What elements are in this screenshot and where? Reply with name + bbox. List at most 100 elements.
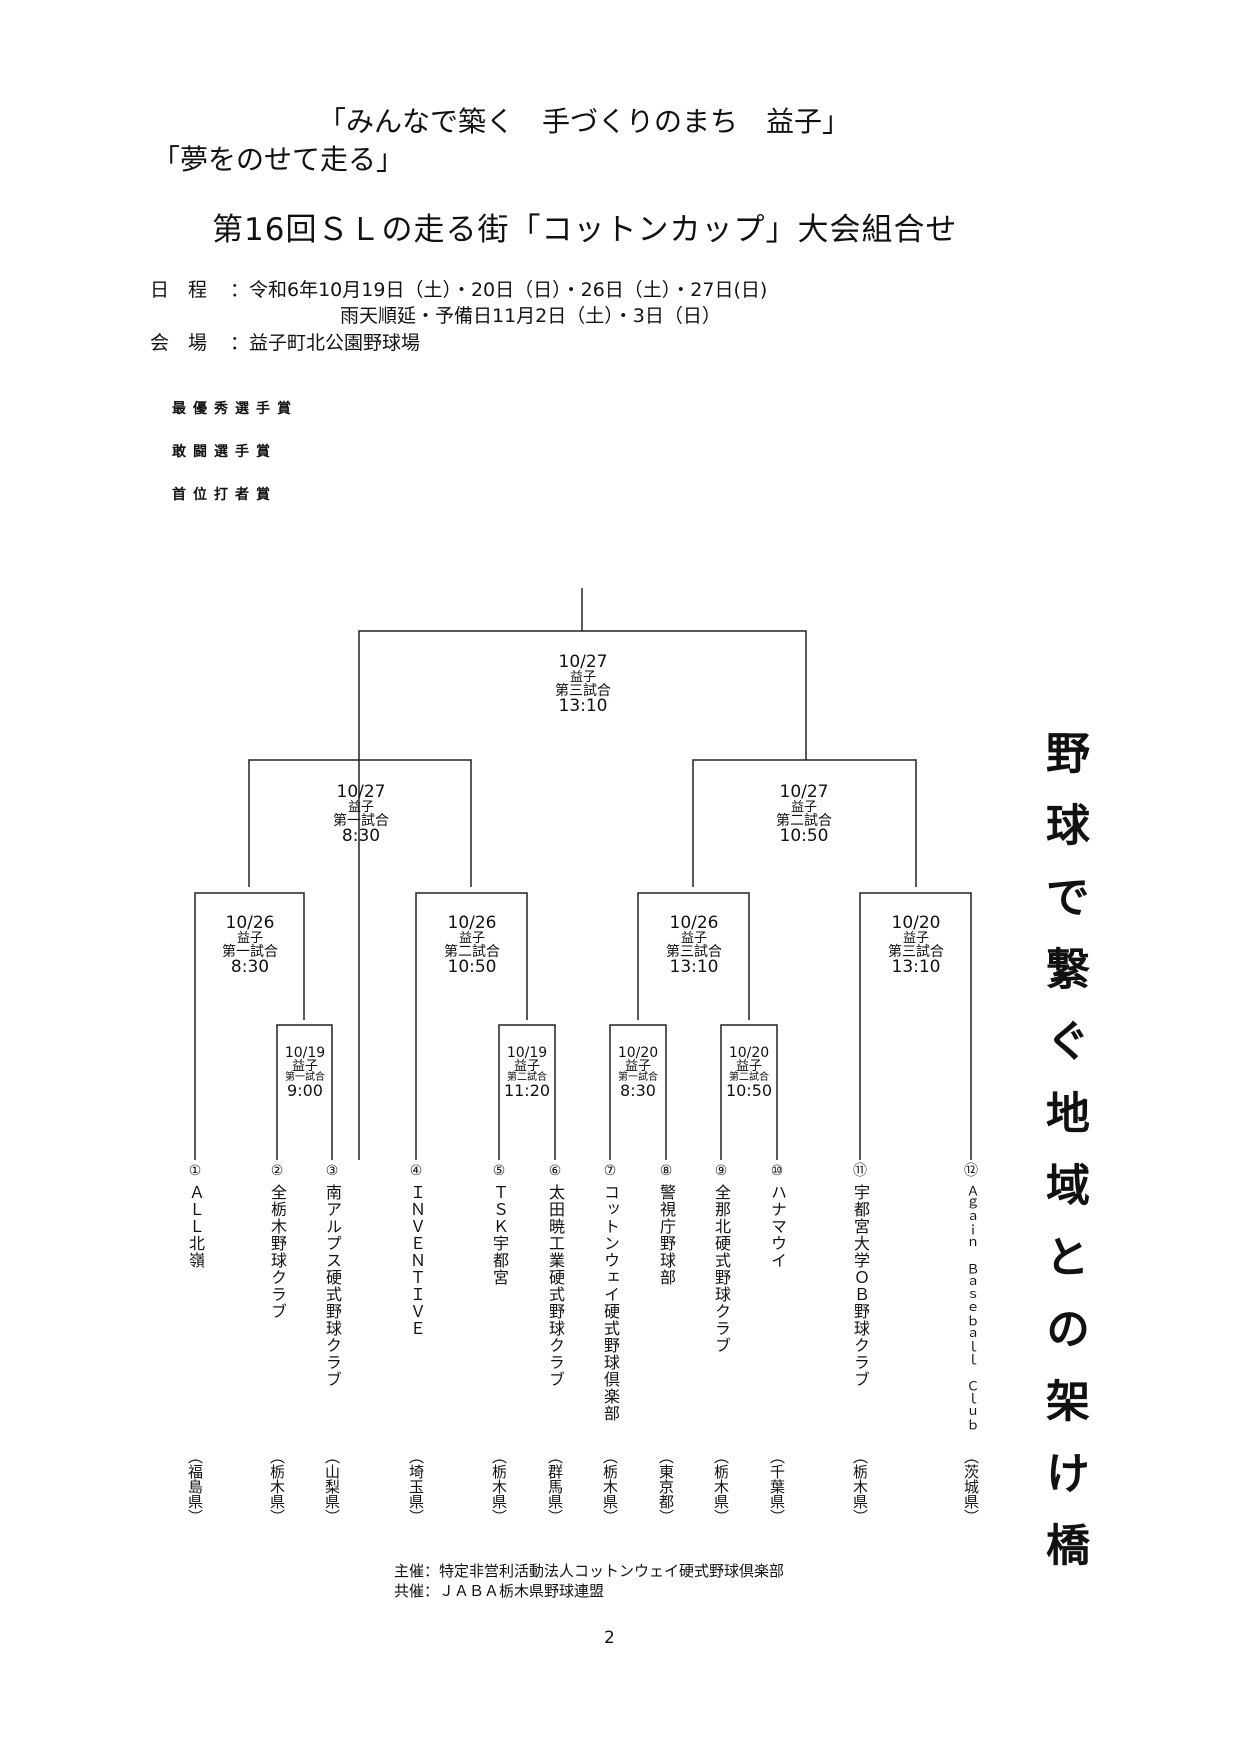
game-date: 10/26 <box>669 913 719 933</box>
game-venue: 益子 <box>680 931 707 946</box>
game-r1d: 10/20 益子 第二試合 10:50 <box>684 1046 814 1099</box>
game-number: 第一試合 <box>333 813 389 829</box>
game-qf2: 10/26 益子 第二試合 10:50 <box>407 915 537 976</box>
game-date: 10/20 <box>891 913 941 933</box>
team-name: 宇都宮大学ＯＢ野球クラブ <box>851 1184 870 1388</box>
team-11: ⑪ 宇都宮大学ＯＢ野球クラブ <box>849 1162 871 1388</box>
game-qf1: 10/26 益子 第一試合 8:30 <box>185 915 315 976</box>
game-venue: 益子 <box>513 1059 540 1074</box>
bracket-line-qf3 <box>637 892 750 1020</box>
team-number: ⑨ <box>714 1163 728 1179</box>
footer-cohost: 共催：ＪＡＢＡ栃木県野球連盟 <box>394 1582 605 1600</box>
team-name: ＩＮＶＥＮＴＩＶＥ <box>407 1184 426 1337</box>
team-6-prefecture: （群馬県） <box>546 1449 564 1524</box>
team-number: ③ <box>325 1163 339 1179</box>
team-number: ⑦ <box>603 1163 617 1179</box>
team-number: ① <box>188 1163 202 1179</box>
team-9: ⑨ 全那北硬式野球クラブ <box>710 1162 732 1354</box>
award-mvp: 最優秀選手賞 <box>172 401 298 417</box>
game-venue: 益子 <box>735 1059 762 1074</box>
team-name: 全栃木野球クラブ <box>268 1184 287 1320</box>
game-time: 8:30 <box>341 826 381 846</box>
team-number: ④ <box>409 1163 423 1179</box>
game-time: 13:10 <box>891 957 941 977</box>
game-time: 8:30 <box>230 957 270 977</box>
game-date: 10/27 <box>558 652 608 672</box>
bracket-line-semi1 <box>248 759 472 887</box>
bracket-line-r1c <box>609 1024 667 1160</box>
bracket-line-semi2 <box>692 759 917 887</box>
team-name: 全那北硬式野球クラブ <box>712 1184 731 1354</box>
game-semi1: 10/27 益子 第一試合 8:30 <box>296 784 426 845</box>
team-4: ④ ＩＮＶＥＮＴＩＶＥ <box>405 1162 427 1337</box>
team-3-prefecture: （山梨県） <box>323 1449 341 1524</box>
bracket-line-qf2 <box>415 892 528 1160</box>
team-7-prefecture: （栃木県） <box>601 1449 619 1524</box>
award-top-batter: 首位打者賞 <box>172 487 277 503</box>
game-date: 10/27 <box>336 782 386 802</box>
game-time: 8:30 <box>620 1081 656 1100</box>
bracket-line-qf1 <box>194 892 305 1160</box>
bracket-line-qf4 <box>859 892 972 1160</box>
team-number: ⑫ <box>964 1163 978 1179</box>
bracket-line-final <box>358 630 807 1160</box>
game-number: 第二試合 <box>776 813 832 829</box>
game-r1b: 10/19 益子 第二試合 11:20 <box>462 1046 592 1099</box>
team-11-prefecture: （栃木県） <box>851 1449 869 1524</box>
team-9-prefecture: （栃木県） <box>712 1449 730 1524</box>
team-number: ② <box>270 1163 284 1179</box>
game-date: 10/19 <box>506 1045 548 1061</box>
game-number: 第二試合 <box>444 944 500 960</box>
schedule-date-value: ：令和6年10月19日（土）・20日（日）・26日（土）・27日(日) <box>230 279 768 301</box>
game-venue: 益子 <box>291 1059 318 1074</box>
team-name: ＴＳＫ宇都宮 <box>490 1184 509 1286</box>
game-number: 第三試合 <box>888 944 944 960</box>
team-6: ⑥ 太田暁工業硬式野球クラブ <box>544 1162 566 1388</box>
team-number: ⑥ <box>548 1163 562 1179</box>
schedule-rain-date: 雨天順延・予備日11月2日（土）・3日（日） <box>340 305 721 327</box>
team-12-prefecture: （茨城県） <box>962 1449 980 1524</box>
game-time: 10:50 <box>447 957 497 977</box>
page-title: 第16回ＳＬの走る街「コットンカップ」大会組合せ <box>212 212 958 248</box>
team-4-prefecture: （埼玉県） <box>407 1449 425 1524</box>
game-number: 第一試合 <box>285 1072 325 1083</box>
game-date: 10/20 <box>617 1045 659 1061</box>
slogan-line-2: 「夢をのせて走る」 <box>152 143 405 176</box>
bracket-line-r1a <box>276 1024 333 1160</box>
team-name: 太田暁工業硬式野球クラブ <box>546 1184 565 1388</box>
venue-value: ：益子町北公園野球場 <box>230 332 421 354</box>
game-venue: 益子 <box>569 670 596 685</box>
game-date: 10/26 <box>225 913 275 933</box>
game-number: 第一試合 <box>618 1072 658 1083</box>
team-1-prefecture: （福島県） <box>186 1449 204 1524</box>
team-number: ⑩ <box>770 1163 784 1179</box>
award-fighting-spirit: 敢闘選手賞 <box>172 444 277 460</box>
game-date: 10/26 <box>447 913 497 933</box>
page-number: 2 <box>604 1628 615 1648</box>
game-qf3: 10/26 益子 第三試合 13:10 <box>629 915 759 976</box>
game-number: 第三試合 <box>555 683 611 699</box>
bracket-line-r1b <box>498 1024 556 1160</box>
bracket-line-r1d <box>720 1024 778 1160</box>
game-venue: 益子 <box>458 931 485 946</box>
schedule-date-label: 日 程 <box>150 279 208 301</box>
slogan-line-1: 「みんなで築く 手づくりのまち 益子」 <box>318 105 851 138</box>
venue-label: 会 場 <box>150 332 208 354</box>
game-final: 10/27 益子 第三試合 13:10 <box>518 654 648 715</box>
team-7: ⑦ コットンウェイ硬式野球倶楽部 <box>599 1162 621 1422</box>
game-venue: 益子 <box>902 931 929 946</box>
game-time: 11:20 <box>503 1081 551 1100</box>
team-name: ハナマウイ <box>768 1184 787 1269</box>
game-number: 第二試合 <box>507 1072 547 1083</box>
team-10-prefecture: （千葉県） <box>768 1449 786 1524</box>
team-name: コットンウェイ硬式野球倶楽部 <box>601 1184 620 1422</box>
team-number: ⑪ <box>853 1163 867 1179</box>
team-number: ⑧ <box>659 1163 673 1179</box>
game-venue: 益子 <box>236 931 263 946</box>
game-number: 第二試合 <box>729 1072 769 1083</box>
